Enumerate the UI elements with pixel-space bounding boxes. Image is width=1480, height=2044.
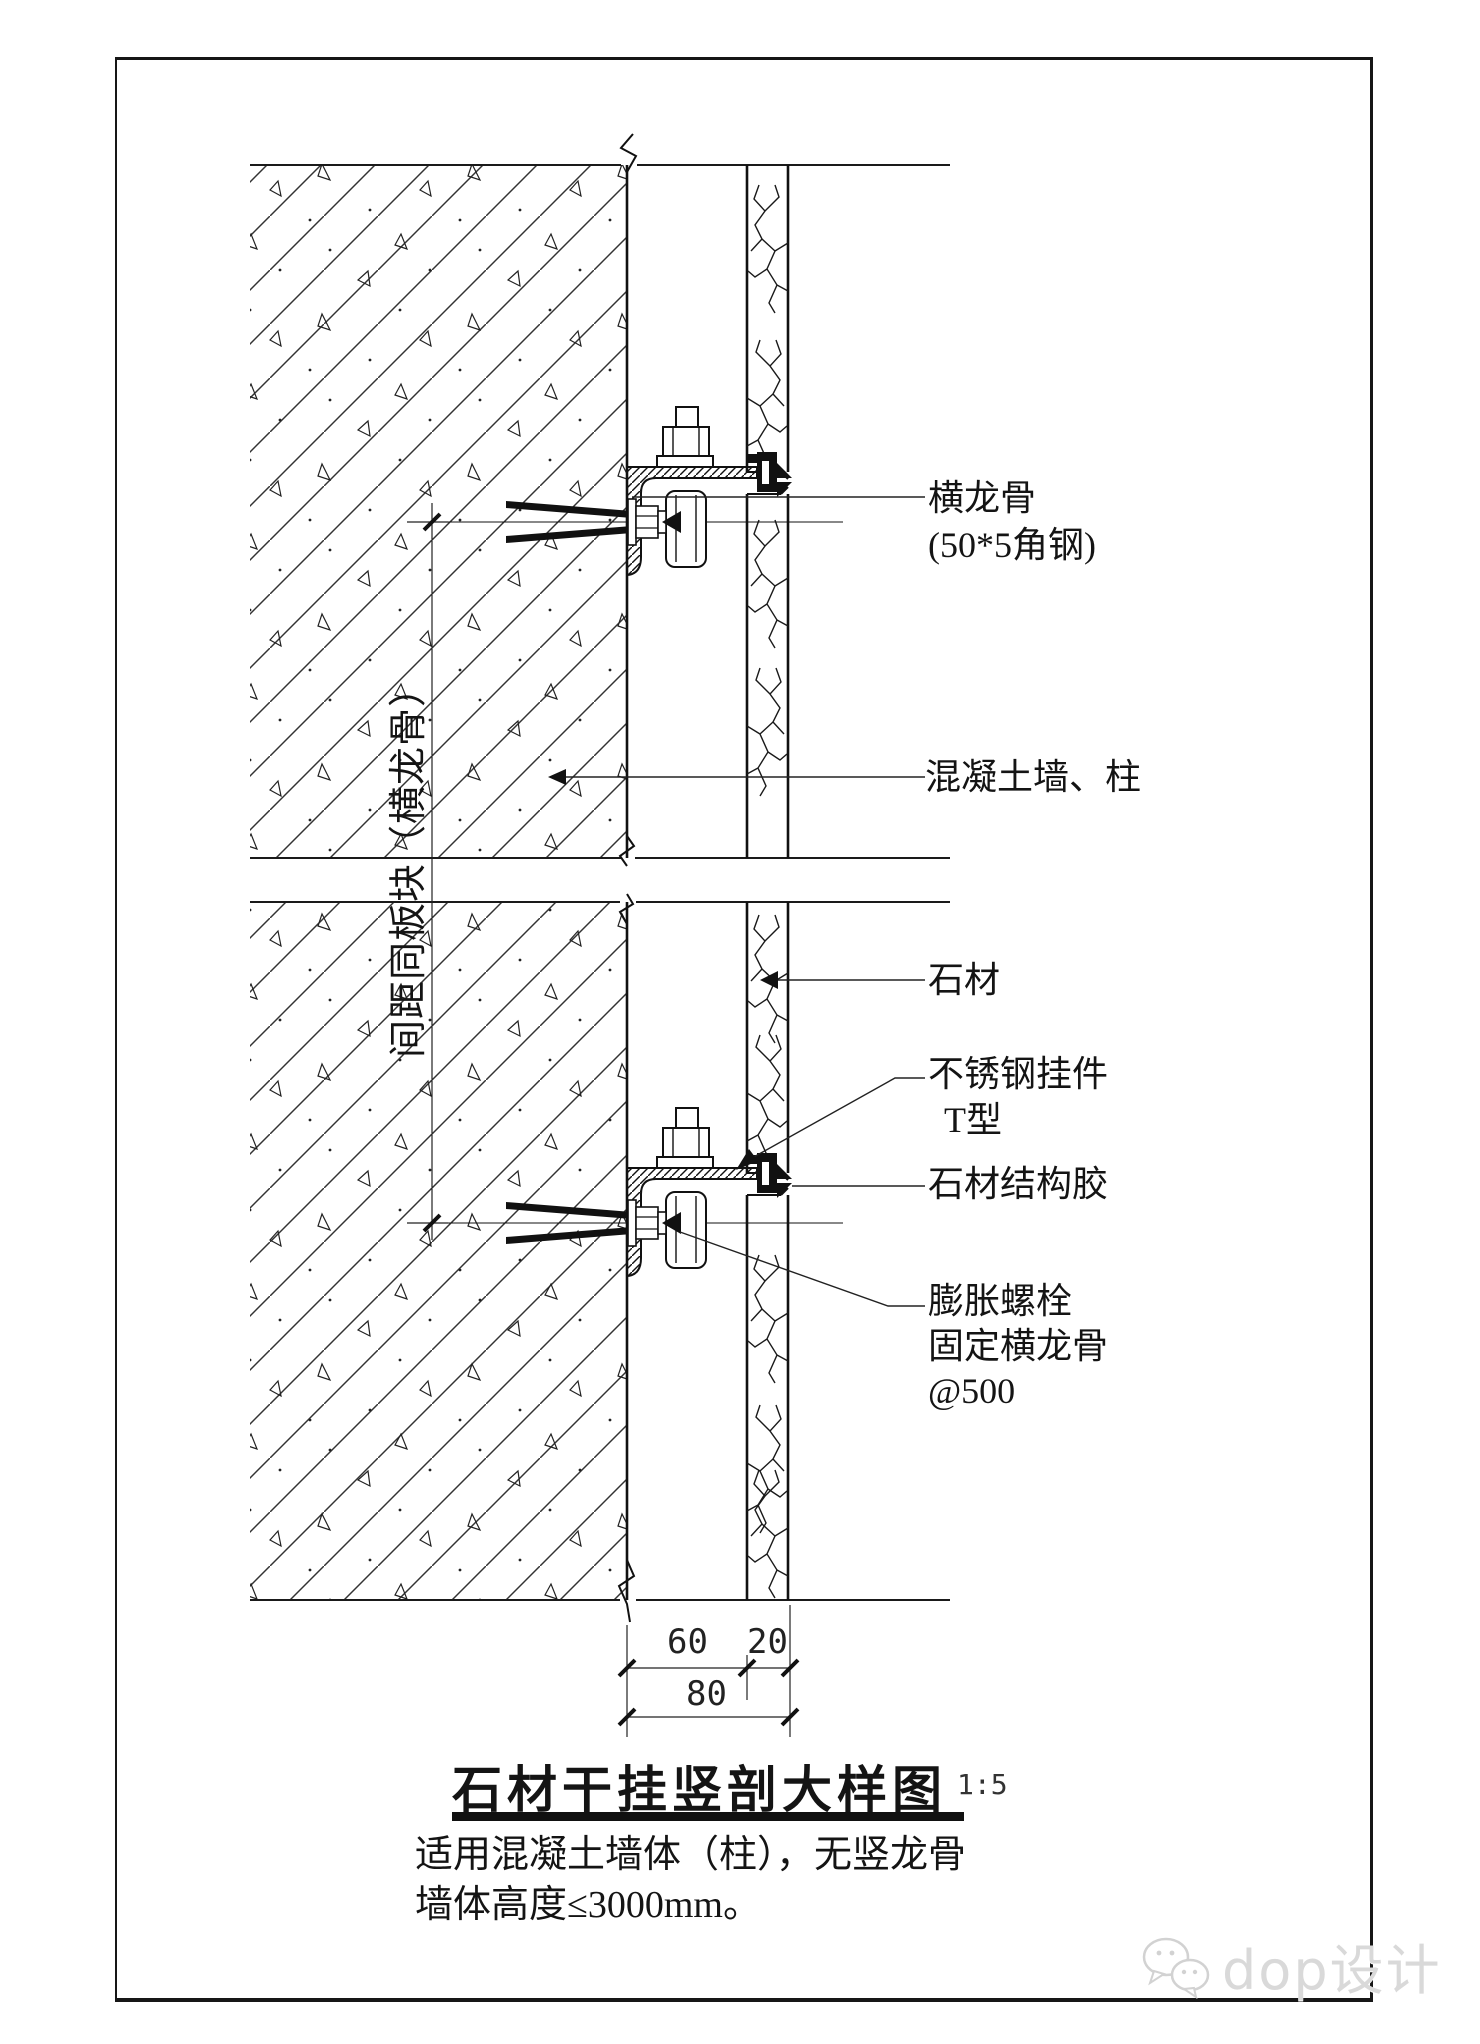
concrete-wall-upper	[250, 165, 627, 858]
label-expansion-bolt-2: 固定横龙骨	[928, 1326, 1109, 1366]
note-line-2: 墙体高度≤3000mm。	[415, 1884, 761, 1926]
drawing-scale: 1:5	[957, 1768, 1008, 1801]
watermark: dop设计	[1138, 1926, 1442, 2005]
dim-stone-20: 20	[747, 1622, 788, 1662]
drawing-notes: 适用混凝土墙体（柱），无竖龙骨 墙体高度≤3000mm。	[415, 1830, 966, 1930]
leader-lines	[566, 496, 925, 1307]
label-horizontal-keel-spec: (50*5角钢)	[928, 525, 1096, 565]
title-underline	[452, 1812, 964, 1821]
label-concrete-wall: 混凝土墙、柱	[925, 757, 1142, 797]
drawing-title: 石材干挂竖剖大样图	[452, 1762, 947, 1818]
break-marks	[617, 133, 638, 1623]
stone-texture	[746, 184, 789, 1599]
label-horizontal-keel: 横龙骨	[928, 478, 1037, 518]
label-ss-hanger-type: T型	[944, 1100, 1002, 1140]
dim-cavity-60: 60	[667, 1622, 708, 1662]
vertical-dimension	[407, 503, 448, 1240]
boundary-lines	[250, 164, 950, 1601]
label-ss-hanger: 不锈钢挂件	[928, 1054, 1109, 1094]
note-line-1: 适用混凝土墙体（柱），无竖龙骨	[415, 1834, 967, 1876]
wechat-bubbles-icon	[1142, 1937, 1210, 1999]
stone-panel-edges	[745, 165, 790, 1600]
dim-total-80: 80	[686, 1674, 727, 1714]
label-expansion-bolt: 膨胀螺栓	[928, 1281, 1073, 1321]
vertical-dim-text: 间距同板块（横龙骨）	[388, 668, 430, 1059]
sheet-border	[115, 57, 1373, 2002]
watermark-text: dop设计	[1222, 1939, 1442, 2002]
leader-arrowheads	[548, 769, 778, 1170]
label-expansion-bolt-spacing: @500	[928, 1371, 1016, 1411]
label-stone: 石材	[928, 960, 1001, 1000]
bottom-dimensions	[617, 1605, 800, 1737]
label-stone-sealant: 石材结构胶	[928, 1164, 1109, 1204]
concrete-wall-lower	[250, 902, 627, 1600]
